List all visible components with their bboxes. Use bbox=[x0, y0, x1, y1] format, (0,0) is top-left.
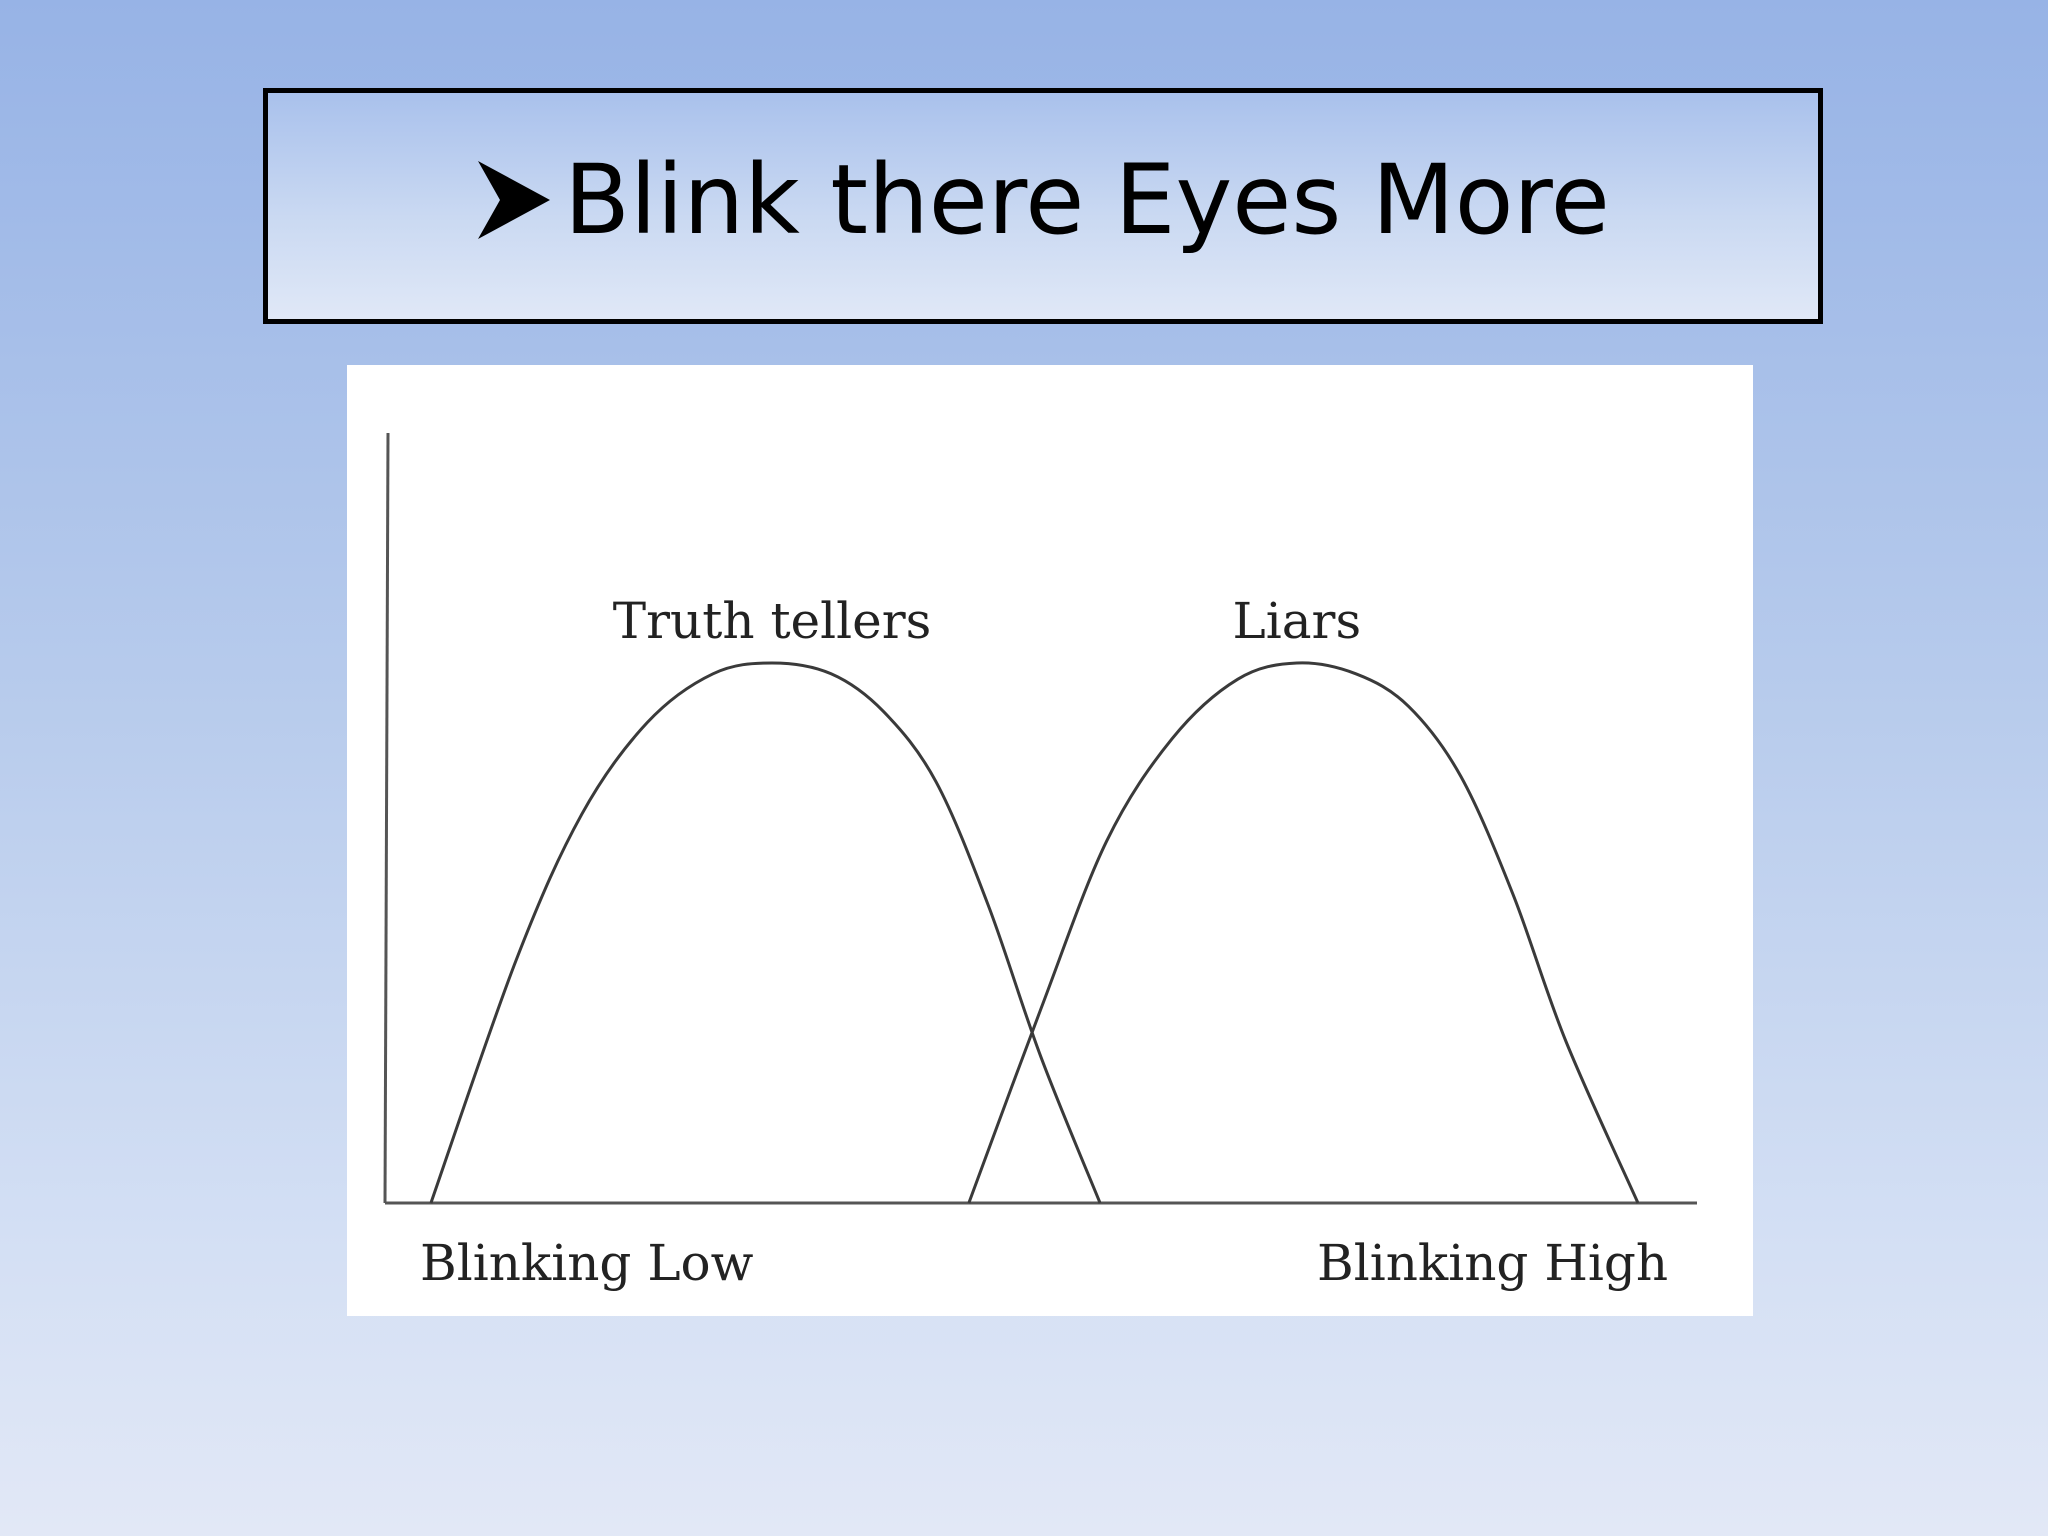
series-line-2 bbox=[967, 661, 1640, 1204]
x-axis-label-high: Blinking High bbox=[1317, 1234, 1668, 1292]
chart-svg: Blinking Low Blinking High Truth tellers… bbox=[383, 432, 1697, 1292]
series-label-1: Truth tellers bbox=[613, 592, 931, 650]
arrow-bullet-icon bbox=[478, 161, 551, 239]
x-axis-label-low: Blinking Low bbox=[420, 1234, 754, 1292]
chart-panel: Blinking Low Blinking High Truth tellers… bbox=[347, 365, 1753, 1316]
y-axis bbox=[383, 432, 390, 1204]
series-line-1 bbox=[429, 661, 1102, 1204]
slide-title: Blink there Eyes More bbox=[476, 144, 1610, 256]
slide-title-text: Blink there Eyes More bbox=[564, 144, 1610, 256]
series-group: Truth tellers Liars bbox=[429, 592, 1640, 1204]
slide-title-box: Blink there Eyes More bbox=[263, 88, 1823, 324]
series-label-2: Liars bbox=[1233, 592, 1362, 650]
